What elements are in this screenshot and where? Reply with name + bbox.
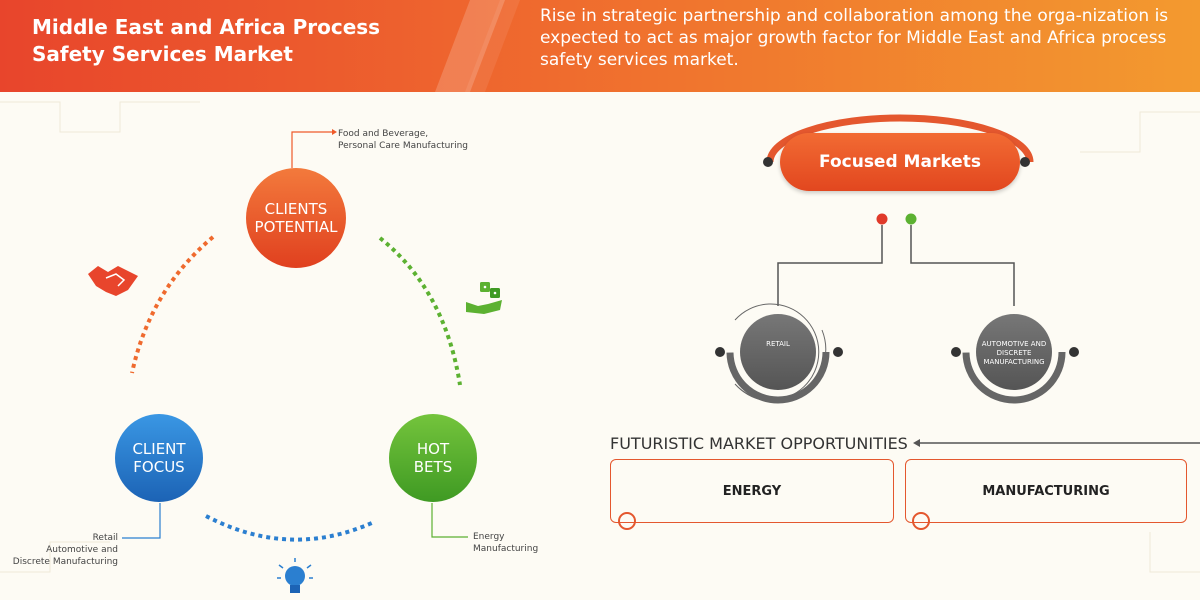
retail-node	[740, 314, 816, 390]
orange-dashed-arc	[130, 235, 215, 374]
clients-potential-label-line1: CLIENTS	[264, 200, 328, 218]
red-connector-dot	[876, 213, 888, 225]
client-focus-note-line1: Retail	[92, 533, 118, 543]
opportunity-manufacturing[interactable]: MANUFACTURING	[905, 459, 1187, 523]
header-banner: Middle East and Africa Process Safety Se…	[0, 0, 1200, 92]
client-focus-note-connector	[122, 503, 161, 539]
automotive-right-dot	[1069, 347, 1079, 357]
dice-hand-icon	[466, 282, 502, 314]
manufacturing-box-circle	[912, 512, 930, 530]
clients-potential-label: CLIENTS POTENTIAL	[246, 200, 346, 236]
focused-left-dot	[763, 157, 773, 167]
client-focus-label: CLIENT FOCUS	[115, 440, 203, 476]
hot-bets-note: Energy Manufacturing	[473, 531, 538, 555]
futuristic-arrow-head	[913, 439, 920, 447]
hot-bets-label: HOT BETS	[389, 440, 477, 476]
hot-bets-label-line2: BETS	[413, 458, 453, 476]
hot-bets-label-line1: HOT	[416, 440, 450, 458]
clients-note-line2: Personal Care Manufacturing	[338, 141, 468, 151]
focused-right-dot	[1020, 157, 1030, 167]
client-focus-note: Retail Automotive and Discrete Manufactu…	[10, 532, 118, 568]
automotive-outer-ring	[962, 300, 1066, 404]
hot-bets-note-connector	[431, 503, 468, 538]
client-focus-node	[115, 414, 203, 502]
retail-outer-ring	[726, 300, 830, 404]
opportunity-energy[interactable]: ENERGY	[610, 459, 894, 523]
retail-right-dot	[833, 347, 843, 357]
client-focus-label-line2: FOCUS	[133, 458, 185, 476]
focused-outer-arc	[766, 114, 1034, 163]
green-connector-dot	[905, 213, 917, 225]
clients-potential-note: Food and Beverage, Personal Care Manufac…	[338, 128, 468, 152]
background-pattern	[0, 101, 1200, 573]
automotive-connector	[910, 225, 1015, 306]
futuristic-title: FUTURISTIC MARKET OPPORTUNITIES	[610, 434, 908, 453]
header-background	[0, 0, 1200, 92]
client-focus-note-line3: Discrete Manufacturing	[12, 557, 118, 567]
hot-bets-note-line1: Energy	[473, 532, 505, 542]
retail-connector	[777, 225, 883, 306]
retail-left-dot	[715, 347, 725, 357]
automotive-label: AUTOMOTIVE AND DISCRETE MANUFACTURING	[979, 340, 1049, 367]
energy-box-circle	[618, 512, 636, 530]
automotive-left-dot	[951, 347, 961, 357]
hot-bets-note-line2: Manufacturing	[473, 544, 539, 554]
green-dashed-arc	[378, 236, 462, 386]
client-focus-label-line1: CLIENT	[132, 440, 186, 458]
automotive-label-line1: AUTOMOTIVE AND	[981, 340, 1047, 348]
automotive-label-line2: DISCRETE	[996, 349, 1032, 357]
page-title: Middle East and Africa Process Safety Se…	[32, 15, 381, 66]
clients-potential-node	[246, 168, 346, 268]
hot-bets-node	[389, 414, 477, 502]
clients-potential-label-line2: POTENTIAL	[254, 218, 338, 236]
lightbulb-icon	[277, 558, 313, 593]
client-focus-note-line2: Automotive and	[46, 545, 118, 555]
retail-label: RETAIL	[766, 340, 790, 348]
focused-markets-button[interactable]: Focused Markets	[780, 133, 1020, 191]
clients-note-line1: Food and Beverage,	[338, 129, 429, 139]
clients-note-connector	[291, 131, 332, 168]
clients-note-arrow	[332, 129, 337, 135]
blue-dashed-arc	[205, 514, 375, 542]
header-description: Rise in strategic partnership and collab…	[540, 6, 1169, 70]
handshake-icon	[88, 266, 138, 296]
automotive-label-line3: MANUFACTURING	[983, 358, 1045, 366]
automotive-node	[976, 314, 1052, 390]
